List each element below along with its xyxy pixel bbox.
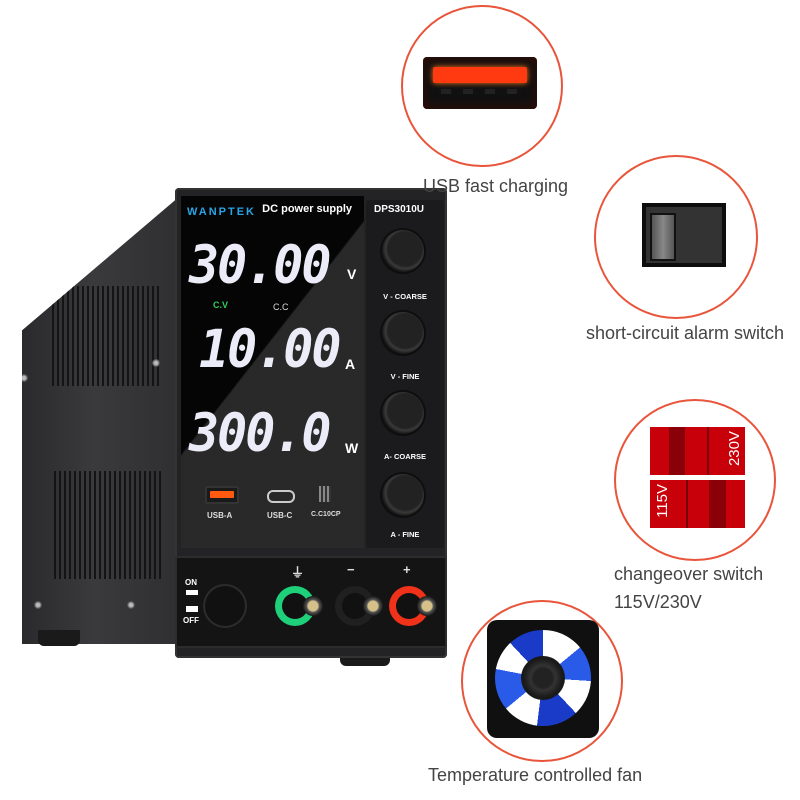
port-label-ccocp: C.C10CP xyxy=(311,511,341,518)
power-unit: W xyxy=(345,440,359,456)
binding-post-icon xyxy=(303,596,323,616)
current-readout: 10.00 xyxy=(199,318,342,380)
device-foot xyxy=(38,630,80,646)
knob-a-fine[interactable] xyxy=(382,474,424,516)
voltage-unit: V xyxy=(347,266,357,282)
feature-caption-voltage: 115V/230V xyxy=(614,592,702,612)
off-symbol-icon xyxy=(186,606,198,612)
feature-changeover-circle: 230V 115V xyxy=(614,399,776,561)
rocker-switch-icon xyxy=(642,203,726,267)
voltage-selector-icon: 230V xyxy=(650,427,745,475)
positive-symbol: + xyxy=(403,562,411,577)
screw-icon xyxy=(152,359,160,367)
feature-switch-circle xyxy=(594,155,758,319)
fan-icon xyxy=(487,620,599,738)
on-symbol-icon xyxy=(186,590,198,595)
port-label-usb-c: USB-C xyxy=(267,511,293,520)
usb-a-port-icon xyxy=(210,491,234,498)
voltage-selector-icon: 115V xyxy=(650,480,745,528)
off-label: OFF xyxy=(183,616,199,625)
feature-caption-changeover: changeover switch xyxy=(614,564,764,584)
terminal-panel: ON OFF ⏚ − + xyxy=(175,556,447,648)
knob-v-coarse[interactable] xyxy=(382,230,424,272)
label-230v: 230V xyxy=(726,431,743,467)
screw-icon xyxy=(127,601,135,609)
current-unit: A xyxy=(345,356,356,372)
cv-indicator: C.V xyxy=(213,300,229,310)
screw-icon xyxy=(34,601,42,609)
knob-label: V - COARSE xyxy=(383,292,427,301)
feature-caption-fan: Temperature controlled fan xyxy=(428,765,643,785)
negative-symbol: − xyxy=(347,562,355,577)
knob-label: A- COARSE xyxy=(383,452,427,461)
voltage-readout: 30.00 xyxy=(189,234,332,296)
binding-post-icon xyxy=(363,596,383,616)
port-label-usb-a: USB-A xyxy=(207,511,233,520)
device-side-panel xyxy=(22,196,180,644)
cc-indicator: C.C xyxy=(273,302,289,312)
knob-label: A - FINE xyxy=(390,530,420,539)
device-title: DC power supply xyxy=(262,203,352,215)
feature-caption-usb: USB fast charging xyxy=(423,176,569,196)
usb-c-port-icon[interactable] xyxy=(267,490,295,503)
power-button[interactable] xyxy=(205,586,245,626)
knob-a-coarse[interactable] xyxy=(382,392,424,434)
feature-usb-circle xyxy=(401,5,563,167)
screw-icon xyxy=(22,374,28,382)
display-screen: WANPTEK DC power supply 30.00 V C.V C.C … xyxy=(181,196,364,548)
switch-icon[interactable] xyxy=(319,486,331,502)
feature-fan-circle xyxy=(461,600,623,762)
knob-v-fine[interactable] xyxy=(382,312,424,354)
label-115v: 115V xyxy=(654,484,671,518)
feature-caption-switch: short-circuit alarm switch xyxy=(586,323,785,343)
vent-grille-upper xyxy=(52,286,160,386)
model-label: DPS3010U xyxy=(374,204,425,215)
usb-a-port[interactable] xyxy=(205,486,239,504)
vent-grille-lower xyxy=(54,471,162,579)
power-readout: 300.0 xyxy=(189,402,332,464)
knob-label: V - FINE xyxy=(390,372,420,381)
binding-post-icon xyxy=(417,596,437,616)
usb-port-icon xyxy=(423,57,537,109)
knob-column: DPS3010U V - COARSE V - FINE A- COARSE A… xyxy=(366,200,444,548)
on-label: ON xyxy=(185,578,197,587)
brand-logo: WANPTEK xyxy=(187,206,256,218)
ground-symbol: ⏚ xyxy=(291,565,305,580)
